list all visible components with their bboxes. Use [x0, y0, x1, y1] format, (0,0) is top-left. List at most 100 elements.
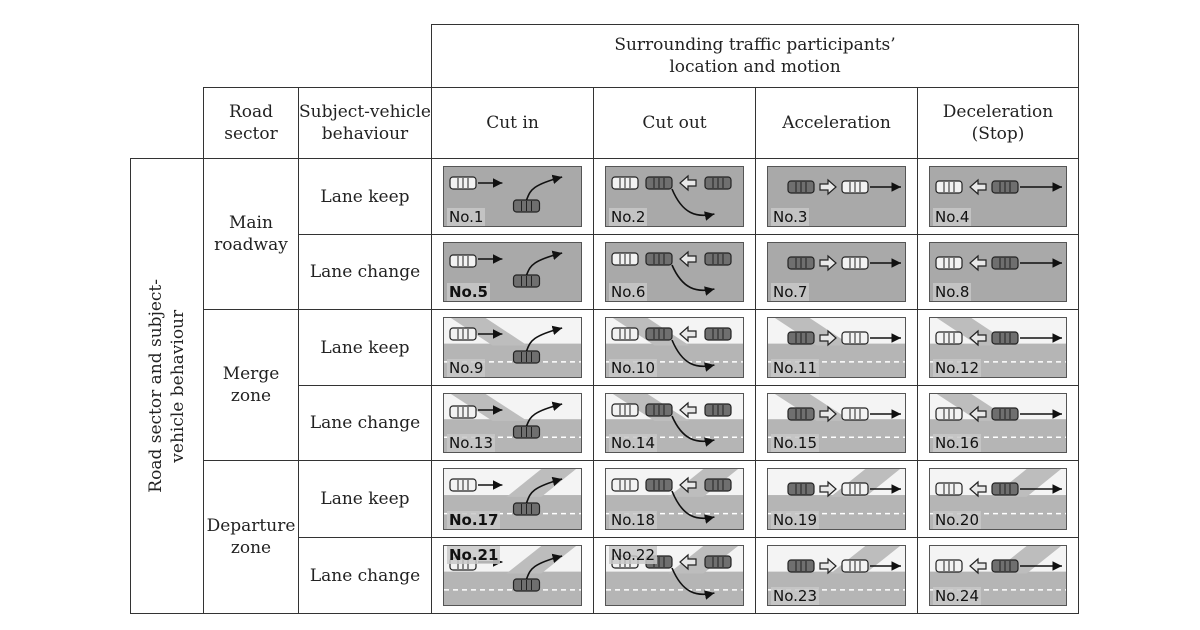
- column-header-cut-out: Cut out: [593, 87, 756, 159]
- column-header-text: Cut out: [642, 113, 707, 133]
- scenario-number: No.6: [609, 283, 648, 301]
- scenario-number: No.9: [447, 359, 486, 377]
- scenario-illustration: No.5: [443, 242, 582, 302]
- vehicle-icon: [841, 256, 869, 270]
- vehicle-icon: [841, 407, 869, 421]
- vehicle-icon: [449, 327, 477, 341]
- speed-change-arrow: [819, 557, 837, 575]
- header-subject-behaviour-text: Subject-vehicle behaviour: [299, 102, 431, 144]
- behaviour-lane-keep: Lane keep: [298, 158, 432, 235]
- motion-arrow: [525, 174, 563, 201]
- scenario-number: No.19: [771, 511, 819, 529]
- vehicle-icon: [787, 331, 815, 345]
- speed-change-arrow: [679, 174, 697, 192]
- motion-arrow: [671, 490, 715, 524]
- scenario-number: No.11: [771, 359, 819, 377]
- header-surrounding-traffic-text: Surrounding traffic participants’ locati…: [614, 35, 896, 77]
- motion-arrow: [671, 415, 715, 447]
- scenario-illustration: No.8: [929, 242, 1067, 302]
- sector-departure-zone: Departure zone: [203, 460, 299, 614]
- vehicle-icon: [935, 407, 963, 421]
- vehicle-icon: [449, 254, 477, 268]
- scenario-number: No.22: [609, 546, 657, 564]
- scenario-number: No.12: [933, 359, 981, 377]
- vehicle-icon: [787, 180, 815, 194]
- vehicle-icon: [787, 407, 815, 421]
- scenario-number: No.5: [447, 283, 490, 301]
- vehicle-icon: [611, 403, 639, 417]
- header-surrounding-traffic: Surrounding traffic participants’ locati…: [431, 24, 1079, 88]
- behaviour-lane-change: Lane change: [298, 385, 432, 461]
- scenario-number: No.13: [447, 434, 495, 452]
- behaviour-label: Lane change: [309, 565, 421, 586]
- vehicle-icon: [645, 252, 673, 266]
- vehicle-icon: [787, 482, 815, 496]
- column-header-text: Cut in: [486, 113, 539, 133]
- vehicle-icon: [841, 331, 869, 345]
- vehicle-icon: [645, 327, 673, 341]
- motion-arrow: [671, 567, 715, 600]
- vehicle-icon: [645, 478, 673, 492]
- vehicle-icon: [935, 482, 963, 496]
- vehicle-icon: [449, 176, 477, 190]
- side-header-text: Road sector and subject- vehicle behavio…: [146, 279, 188, 493]
- vehicle-icon: [449, 405, 477, 419]
- vehicle-icon: [991, 331, 1019, 345]
- vehicle-icon: [991, 256, 1019, 270]
- motion-arrow: [525, 553, 563, 580]
- behaviour-label: Lane keep: [320, 489, 410, 509]
- scenario-illustration: No.24: [929, 545, 1067, 606]
- speed-change-arrow: [679, 250, 697, 268]
- vehicle-icon: [935, 331, 963, 345]
- speed-change-arrow: [969, 254, 987, 272]
- behaviour-lane-keep: Lane keep: [298, 309, 432, 386]
- vehicle-icon: [611, 176, 639, 190]
- scenario-illustration: No.7: [767, 242, 906, 302]
- motion-arrow: [525, 250, 563, 276]
- vehicle-icon: [787, 559, 815, 573]
- scenario-illustration: No.2: [605, 166, 744, 227]
- vehicle-icon: [704, 403, 732, 417]
- sector-label: Main roadway: [214, 213, 288, 255]
- speed-change-arrow: [969, 480, 987, 498]
- scenario-illustration: No.12: [929, 317, 1067, 378]
- behaviour-lane-change: Lane change: [298, 234, 432, 310]
- sector-label: Merge zone: [222, 364, 280, 406]
- column-header-text: Acceleration: [782, 113, 891, 133]
- scenario-number: No.16: [933, 434, 981, 452]
- motion-arrow: [525, 476, 563, 504]
- speed-change-arrow: [679, 553, 697, 571]
- behaviour-label: Lane keep: [320, 337, 410, 358]
- vehicle-icon: [704, 327, 732, 341]
- column-header-acceleration: Acceleration: [755, 87, 918, 159]
- header-road-sector-text: Road sector: [224, 102, 278, 144]
- vehicle-icon: [512, 350, 541, 364]
- vehicle-icon: [935, 559, 963, 573]
- speed-change-arrow: [819, 480, 837, 498]
- behaviour-lane-keep: Lane keep: [298, 460, 432, 538]
- vehicle-icon: [611, 252, 639, 266]
- sector-label: Departure zone: [206, 516, 296, 558]
- motion-arrow: [671, 339, 715, 372]
- vehicle-icon: [991, 482, 1019, 496]
- scenario-illustration: No.13: [443, 393, 582, 453]
- vehicle-icon: [935, 180, 963, 194]
- vehicle-icon: [991, 407, 1019, 421]
- scenario-illustration: No.9: [443, 317, 582, 378]
- vehicle-icon: [645, 176, 673, 190]
- speed-change-arrow: [679, 325, 697, 343]
- scenario-number: No.10: [609, 359, 657, 377]
- header-road-sector: Road sector: [203, 87, 299, 159]
- scenario-number: No.20: [933, 511, 981, 529]
- scenario-number: No.4: [933, 208, 972, 226]
- vehicle-icon: [704, 555, 732, 569]
- vehicle-icon: [841, 180, 869, 194]
- behaviour-label: Lane change: [309, 413, 421, 433]
- scenario-number: No.7: [771, 283, 810, 301]
- scenario-illustration: No.14: [605, 393, 744, 453]
- vehicle-icon: [645, 403, 673, 417]
- scenario-number: No.24: [933, 587, 981, 605]
- scenario-illustration: No.11: [767, 317, 906, 378]
- speed-change-arrow: [679, 401, 697, 419]
- scenario-number: No.18: [609, 511, 657, 529]
